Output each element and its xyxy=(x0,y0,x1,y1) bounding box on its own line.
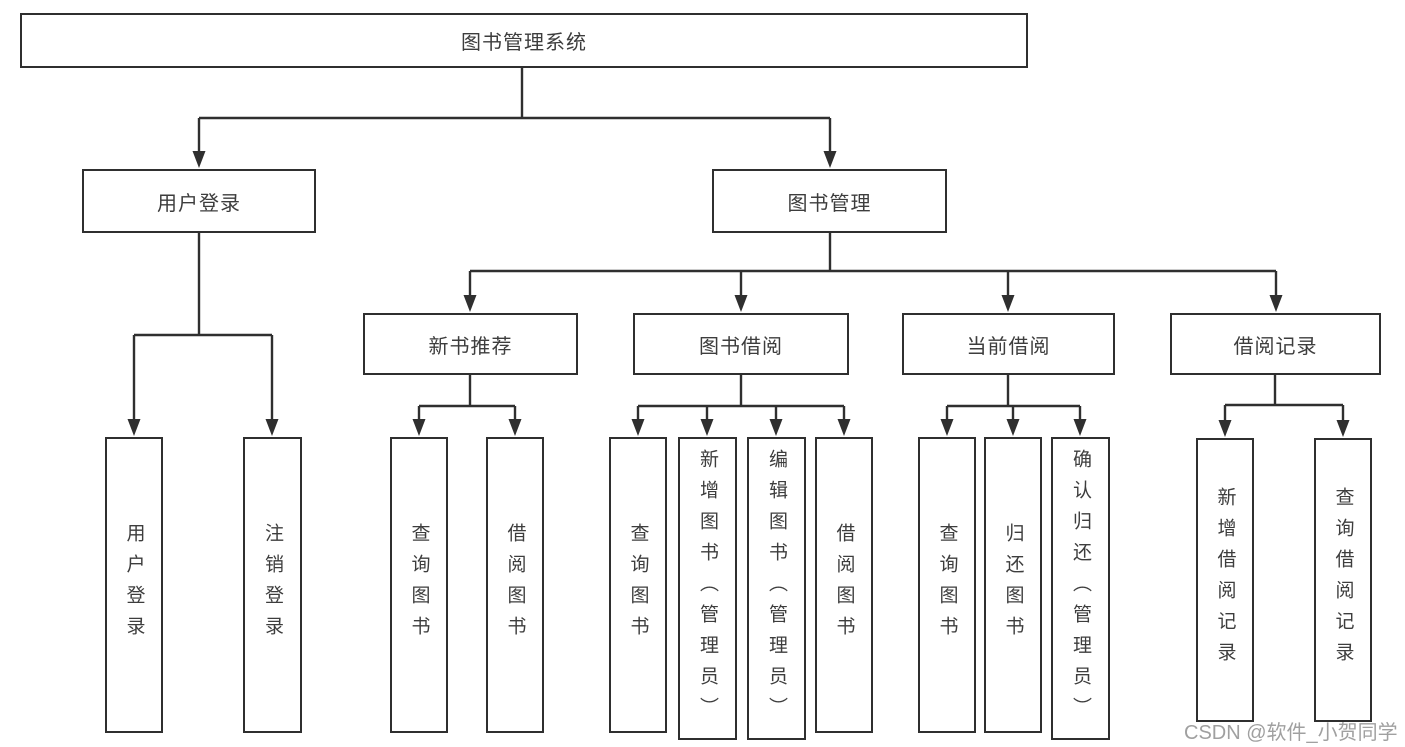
branch-new-book-recommend xyxy=(417,375,517,420)
arrowheads-root xyxy=(192,151,837,168)
leaf-query-borrow-record: 查询借阅记录 xyxy=(1314,438,1372,722)
leaf-logout: 注销登录 xyxy=(243,437,302,733)
leaf-query-books-recommend: 查询图书 xyxy=(390,437,448,733)
arrowheads-user-login xyxy=(127,419,279,436)
node-library-management-system: 图书管理系统 xyxy=(20,13,1028,68)
leaf-edit-book-admin: 编辑图书（管理员） xyxy=(747,437,806,740)
leaf-add-borrow-record: 新增借阅记录 xyxy=(1196,438,1254,722)
branch-book-borrow xyxy=(636,375,846,420)
node-user-login: 用户登录 xyxy=(82,169,316,233)
leaf-borrow-books-recommend: 借阅图书 xyxy=(486,437,544,733)
leaf-borrow-books: 借阅图书 xyxy=(815,437,873,733)
branch-user-login xyxy=(132,233,274,420)
node-borrow-records: 借阅记录 xyxy=(1170,313,1381,375)
branch-book-management xyxy=(468,233,1278,296)
branch-borrow-records xyxy=(1223,375,1345,421)
leaf-user-login: 用户登录 xyxy=(105,437,163,733)
leaf-add-book-admin: 新增图书（管理员） xyxy=(678,437,737,740)
leaf-confirm-return-admin: 确认归还（管理员） xyxy=(1051,437,1110,740)
branch-root xyxy=(197,68,832,152)
leaf-query-books-current: 查询图书 xyxy=(918,437,976,733)
node-current-borrow: 当前借阅 xyxy=(902,313,1115,375)
leaf-query-books-borrow: 查询图书 xyxy=(609,437,667,733)
node-book-management: 图书管理 xyxy=(712,169,947,233)
arrowheads-borrow-records xyxy=(1218,420,1350,437)
arrowheads-book-management xyxy=(463,295,1283,312)
arrowheads-current-borrow xyxy=(940,419,1087,436)
branch-current-borrow xyxy=(945,375,1082,420)
csdn-watermark: CSDN @软件_小贺同学 xyxy=(1184,722,1398,744)
arrowheads-book-borrow xyxy=(631,419,851,436)
node-book-borrow: 图书借阅 xyxy=(633,313,849,375)
arrowheads-new-book-recommend xyxy=(412,419,522,436)
node-new-book-recommend: 新书推荐 xyxy=(363,313,578,375)
leaf-return-book: 归还图书 xyxy=(984,437,1042,733)
